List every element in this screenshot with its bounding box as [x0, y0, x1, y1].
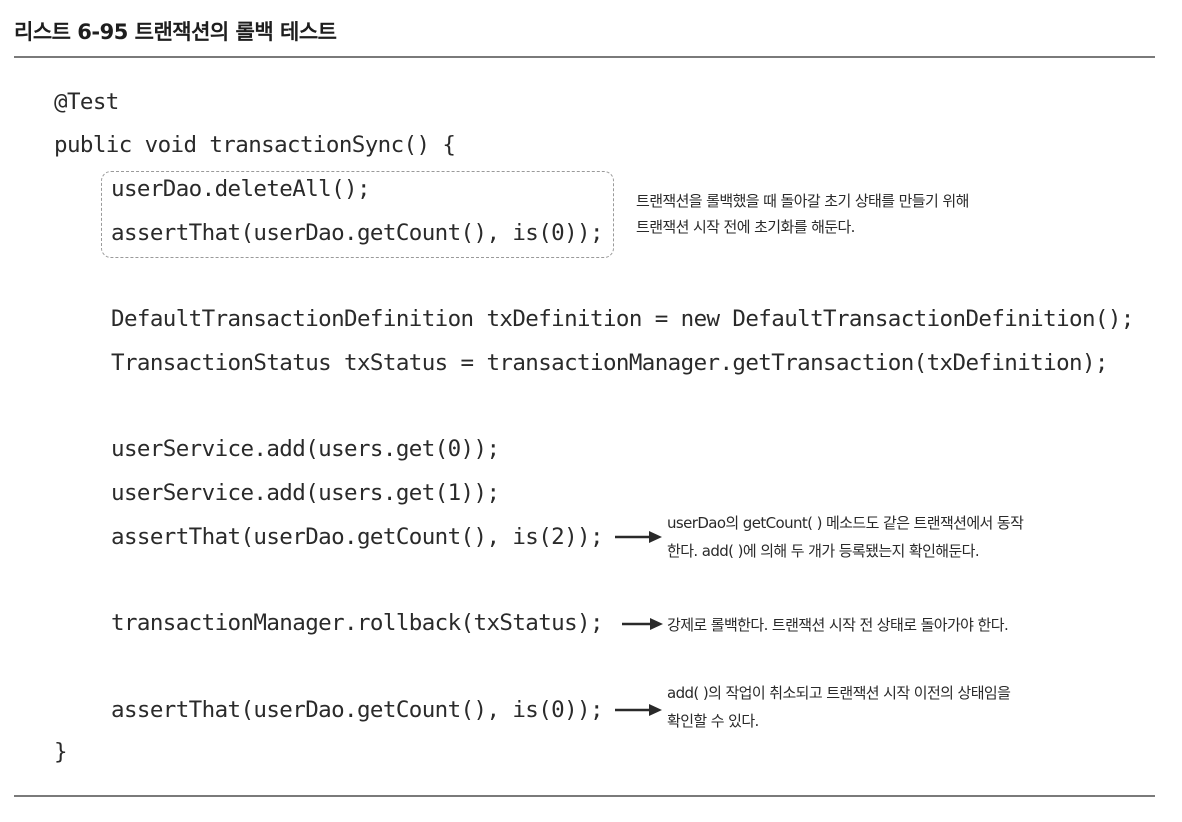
arrow-right-icon: [615, 704, 662, 716]
final-note-line-2: 확인할 수 있다.: [667, 712, 759, 730]
final-note-line-1: add( )의 작업이 취소되고 트랜잭션 시작 이전의 상태임을: [667, 684, 1011, 702]
code-line-add-user-0: userService.add(users.get(0));: [111, 436, 500, 462]
rollback-note: 강제로 롤백한다. 트랜잭션 시작 전 상태로 돌아가야 한다.: [667, 616, 1009, 634]
code-line-add-user-1: userService.add(users.get(1));: [111, 480, 500, 506]
top-rule: [14, 56, 1155, 58]
code-line-tx-definition: DefaultTransactionDefinition txDefinitio…: [111, 306, 1134, 332]
count-note-line-1: userDao의 getCount( ) 메소드도 같은 트랜잭션에서 동작: [667, 514, 1024, 532]
arrow-right-icon: [622, 618, 663, 630]
code-line-tx-status: TransactionStatus txStatus = transaction…: [111, 350, 1108, 376]
listing-title: 리스트 6-95 트랜잭션의 롤백 테스트: [14, 20, 337, 44]
code-line-closing-brace: }: [54, 739, 68, 765]
code-line-assert-zero-final: assertThat(userDao.getCount(), is(0));: [111, 697, 604, 723]
init-note-line-1: 트랜잭션을 롤백했을 때 돌아갈 초기 상태를 만들기 위해: [636, 192, 969, 210]
code-line-assert-two: assertThat(userDao.getCount(), is(2));: [111, 524, 604, 550]
init-note-line-2: 트랜잭션 시작 전에 초기화를 해둔다.: [636, 218, 855, 236]
count-note-line-2: 한다. add( )에 의해 두 개가 등록됐는지 확인해둔다.: [667, 542, 980, 560]
code-line-rollback: transactionManager.rollback(txStatus);: [111, 610, 604, 636]
code-line-method-signature: public void transactionSync() {: [54, 132, 456, 158]
bottom-rule: [14, 795, 1155, 797]
code-line-assert-zero-initial: assertThat(userDao.getCount(), is(0));: [111, 220, 604, 246]
init-code-highlight-box: [101, 171, 614, 258]
code-line-delete-all: userDao.deleteAll();: [111, 176, 371, 202]
code-line-annotation: @Test: [54, 89, 119, 115]
arrow-right-icon: [615, 531, 662, 543]
